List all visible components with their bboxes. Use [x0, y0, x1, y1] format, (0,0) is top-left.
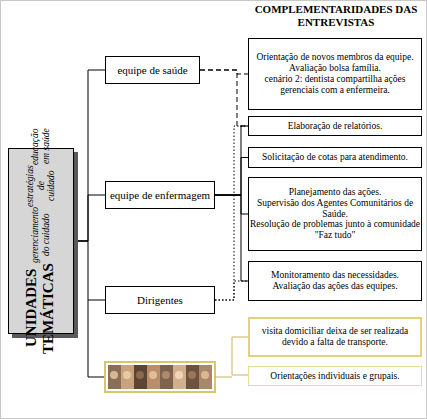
box-text: Dirigentes: [137, 294, 183, 307]
box-text: "Faz tudo": [315, 230, 356, 241]
connector-line: [74, 70, 105, 241]
connector-line: [215, 281, 248, 300]
connector-line: [200, 70, 248, 126]
box-text: Planejamento das ações.: [289, 187, 382, 198]
box-text: Avaliação bolsa família.: [289, 63, 381, 74]
box-text: Orientações individuais e grupais.: [270, 371, 399, 382]
connector-line: [215, 195, 248, 281]
box-text: Avaliação das ações das equipes.: [272, 281, 397, 292]
connector-line: [74, 195, 105, 241]
note-box: Planejamento das ações.Supervisão dos Ag…: [248, 177, 422, 251]
box-text: Monitoramento das necessidades.: [271, 270, 399, 281]
trunk-branch: [88, 377, 105, 378]
connector-line: [215, 158, 248, 196]
box-text: Resolução de problemas junto à comunidad…: [250, 219, 420, 230]
note-box: Monitoramento das necessidades.Avaliação…: [248, 261, 422, 301]
box-text: Solicitação de cotas para atendimento.: [262, 152, 408, 163]
box-text: Elaboração de relatórios.: [288, 121, 383, 132]
trunk-line: [88, 300, 89, 377]
box-text: Orientação de novos membros da equipe.: [256, 52, 413, 63]
group-box: equipe de saúde: [105, 56, 200, 84]
theme-box: UNIDADES TEMÁTICASgerenciamento do cuida…: [8, 148, 74, 334]
group-box: equipe de enfermagem: [105, 181, 215, 209]
box-text: estratégias de cuidado: [25, 165, 58, 207]
box-text: Supervisão dos Agentes Comunitários de S…: [249, 198, 421, 220]
photo-frame: [105, 362, 215, 392]
box-text: educação em saúde: [30, 128, 52, 164]
photo-leader-lines: [215, 337, 248, 377]
box-text: gerenciamento do cuidado: [30, 207, 52, 263]
theme-heading: UNIDADES TEMÁTICAS: [23, 263, 58, 354]
note-box: Orientação de novos membros da equipe.Av…: [248, 38, 422, 110]
group-box: Dirigentes: [105, 286, 215, 314]
note-box: Solicitação de cotas para atendimento.: [248, 147, 422, 168]
photo-strip: [108, 365, 212, 389]
connector-line: [200, 70, 248, 74]
note-box: Elaboração de relatórios.: [248, 116, 422, 136]
connector-line: [215, 195, 248, 214]
box-text: equipe de enfermagem: [110, 189, 210, 202]
box-text: cenário 2: dentista compartilha ações ge…: [249, 74, 421, 96]
connector-line: [215, 126, 248, 300]
connector-line: [215, 126, 248, 195]
connector-line: [74, 241, 105, 300]
box-text: visita domiciliar deixa de ser realizada…: [250, 326, 420, 348]
diagram-title: COMPLEMENTARIDADES DAS ENTREVISTAS: [248, 3, 424, 29]
note-box: Orientações individuais e grupais.: [248, 366, 422, 386]
note-box: visita domiciliar deixa de ser realizada…: [248, 317, 422, 357]
box-text: equipe de saúde: [117, 64, 187, 77]
